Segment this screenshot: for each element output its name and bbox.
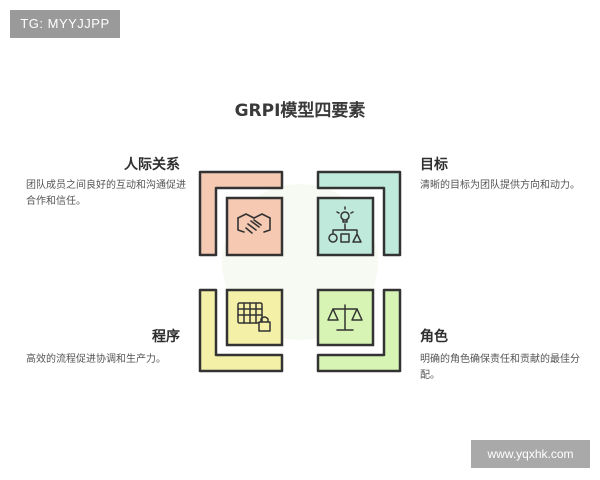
desc-goals: 清晰的目标为团队提供方向和动力。	[420, 180, 580, 191]
lightbulb-shapes-icon	[328, 206, 362, 243]
desc-relationships: 团队成员之间良好的互动和沟通促进合作和信任。	[26, 180, 186, 207]
quadrant-relationships	[198, 170, 284, 257]
label-roles: 角色	[420, 329, 448, 345]
quadrant-procedures	[198, 288, 284, 373]
quadrant-goals	[316, 170, 402, 257]
balance-scale-icon	[327, 304, 363, 331]
label-procedures: 程序	[152, 329, 180, 345]
watermark-bottom: www.yqxhk.com	[471, 440, 590, 468]
quadrant-roles	[316, 288, 402, 373]
desc-procedures: 高效的流程促进协调和生产力。	[26, 354, 166, 365]
desc-roles: 明确的角色确保责任和贡献的最佳分配。	[420, 354, 580, 381]
calendar-lock-icon	[237, 302, 271, 332]
label-goals: 目标	[420, 157, 448, 173]
handshake-icon	[237, 213, 271, 234]
label-relationships: 人际关系	[124, 157, 180, 173]
diagram-title: GRPI模型四要素	[234, 101, 366, 121]
watermark-top: TG: MYYJJPP	[10, 10, 120, 38]
